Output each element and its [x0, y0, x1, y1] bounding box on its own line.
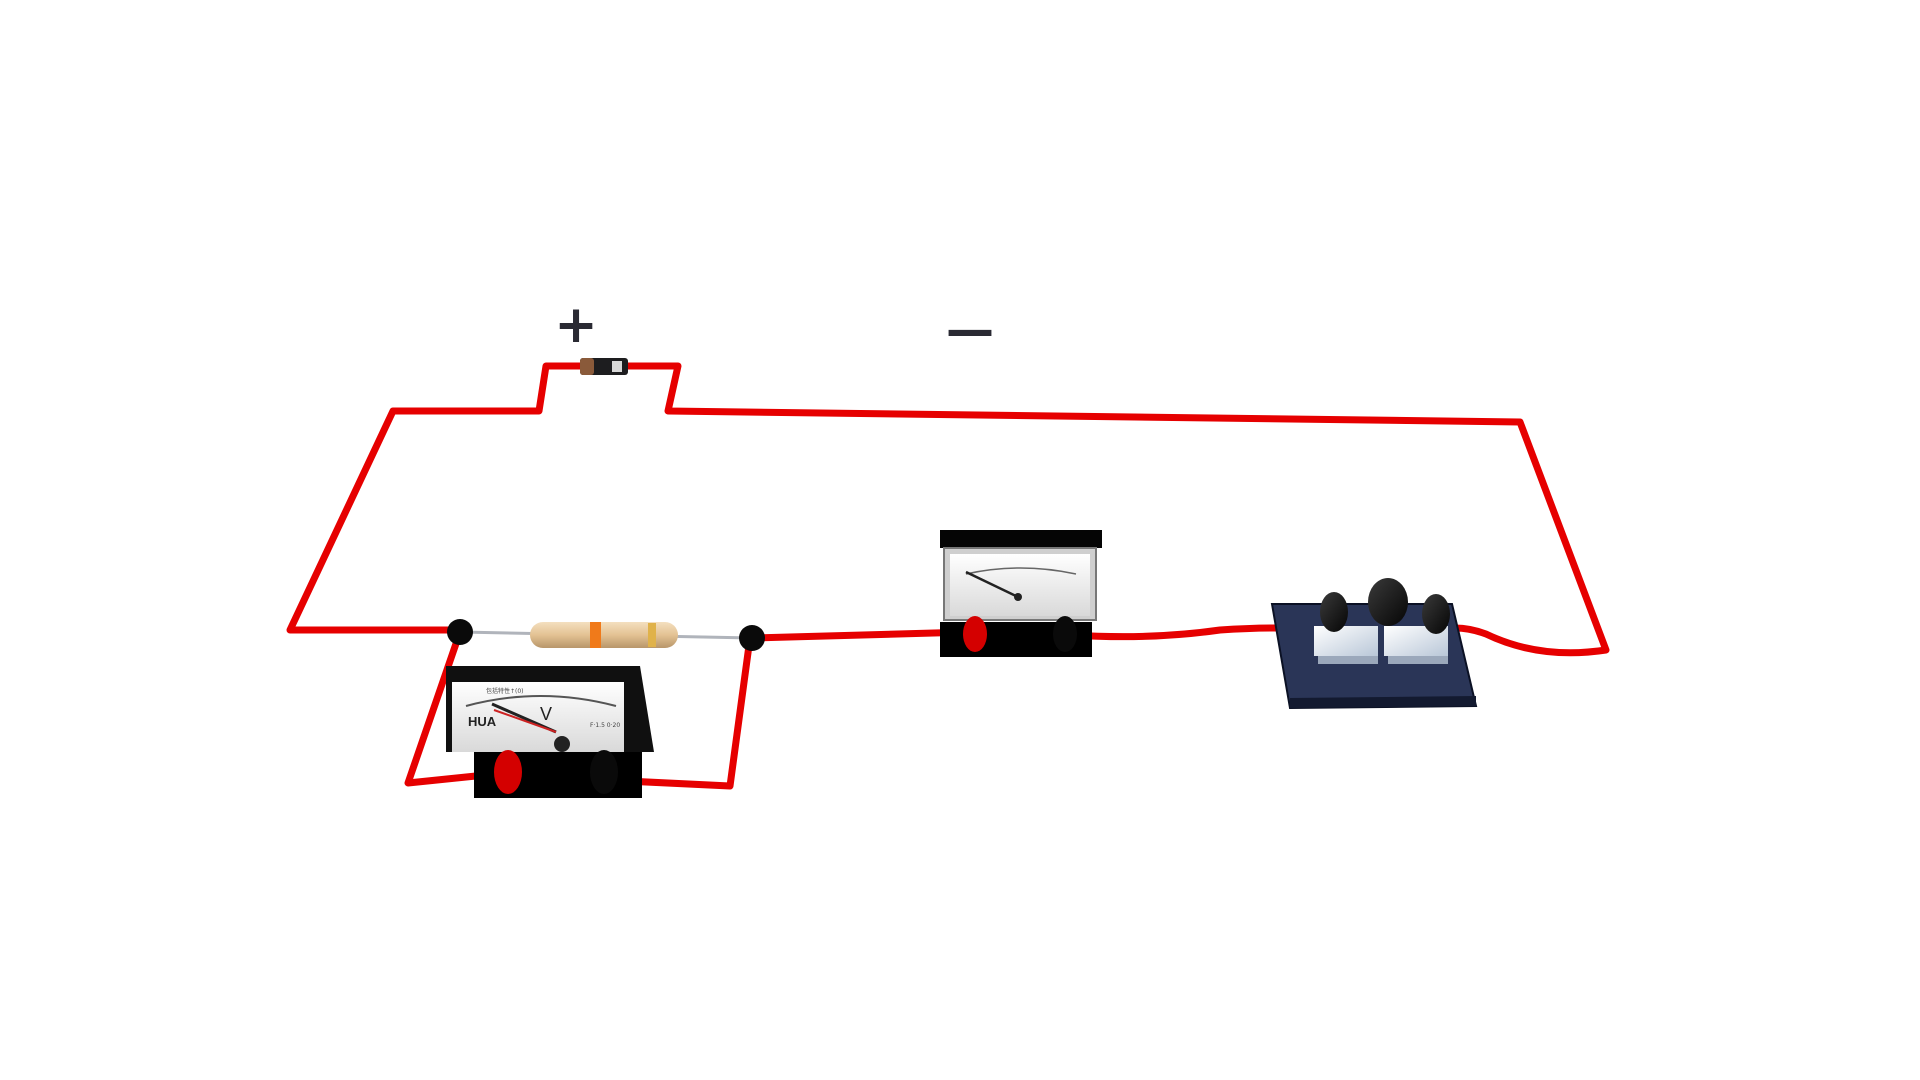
polarity-plus: +	[554, 295, 598, 355]
wire-voltmeter-right[interactable]	[601, 634, 754, 790]
rheostat-knob-center[interactable]	[1368, 578, 1408, 626]
rheostat-knob-right[interactable]	[1422, 594, 1450, 634]
wire-voltmeter-left[interactable]	[404, 628, 509, 787]
voltmeter-terminal-negative[interactable]	[590, 750, 618, 794]
voltmeter-scale	[465, 695, 617, 707]
rheostat-block-left-side	[1318, 656, 1378, 664]
voltmeter-top-text: 包括特性↑(0)	[486, 687, 524, 695]
ammeter-needle	[965, 570, 1019, 599]
wire-main-loop[interactable]	[286, 362, 587, 634]
polarity-minus: —	[946, 302, 994, 358]
rheostat-block-right-side	[1388, 656, 1448, 664]
wire-to-ammeter[interactable]	[748, 628, 974, 642]
battery-label	[612, 361, 622, 372]
junction-node-right[interactable]	[739, 625, 765, 651]
resistor-icon[interactable]	[530, 622, 678, 648]
battery-icon[interactable]	[580, 358, 628, 375]
resistor-body	[530, 622, 678, 648]
junction-node-left[interactable]	[447, 619, 473, 645]
voltmeter-icon[interactable]: V HUA 包括特性↑(0) F·1.5 0·20	[446, 666, 654, 798]
ammeter-face	[950, 554, 1090, 616]
ammeter-terminal-positive[interactable]	[963, 616, 987, 652]
voltmeter-terminal-positive[interactable]	[494, 750, 522, 794]
rheostat-base-edge	[1290, 696, 1476, 708]
voltmeter-zero-knob[interactable]	[554, 736, 570, 752]
wire-battery-negative[interactable]	[621, 362, 1610, 657]
rheostat-block-left	[1314, 626, 1378, 656]
ammeter-terminal-negative[interactable]	[1053, 616, 1077, 652]
voltmeter-unit: V	[540, 704, 552, 724]
voltmeter-side-text: F·1.5 0·20	[590, 722, 620, 729]
battery-positive-band	[580, 358, 594, 375]
ammeter-icon[interactable]	[940, 530, 1102, 657]
ammeter-top-cap	[940, 530, 1102, 548]
rheostat-icon[interactable]	[1270, 578, 1478, 710]
voltmeter-needle-shadow	[493, 709, 557, 733]
resistor-band	[590, 622, 601, 648]
voltmeter-brand: HUA	[468, 714, 497, 729]
voltmeter-face	[452, 682, 624, 752]
ammeter-scale	[965, 567, 1077, 575]
wire-network	[286, 362, 1610, 790]
rheostat-knob-left[interactable]	[1320, 592, 1348, 632]
ammeter-pivot	[1014, 593, 1022, 601]
resistor-band	[648, 623, 656, 647]
